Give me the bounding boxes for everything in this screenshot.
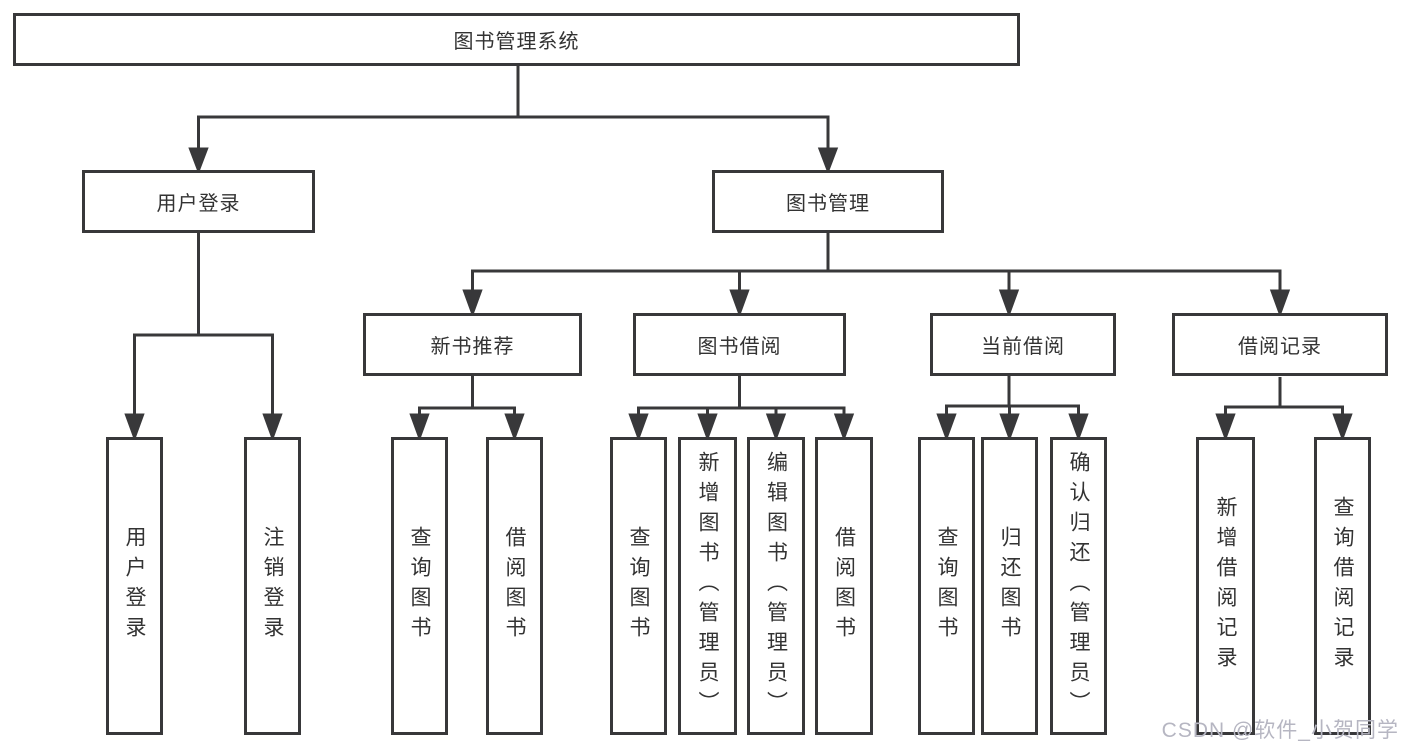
leaf-return-books-label: 归还图书: [998, 526, 1021, 646]
leaf-query-borrow-record: 查询借阅记录: [1314, 437, 1371, 735]
leaf-confirm-return-admin-label: 确认归还（管理员）: [1067, 451, 1090, 721]
leaf-add-borrow-record: 新增借阅记录: [1196, 437, 1255, 735]
leaf-query-books-newbooks-label: 查询图书: [408, 526, 431, 646]
node-borrow-records: 借阅记录: [1172, 313, 1388, 376]
edge-user-login-children: [124, 233, 283, 442]
edge-new-books-children: [409, 376, 525, 442]
leaf-borrow-books-borrow: 借阅图书: [815, 437, 873, 735]
node-user-login: 用户登录: [82, 170, 315, 233]
node-book-mgmt-label: 图书管理: [786, 193, 870, 215]
node-new-books: 新书推荐: [363, 313, 582, 376]
node-book-mgmt: 图书管理: [712, 170, 944, 233]
leaf-query-borrow-record-label: 查询借阅记录: [1331, 496, 1354, 676]
edge-book-mgmt-to-level3: [462, 233, 1291, 318]
leaf-logout-label: 注销登录: [261, 526, 284, 646]
node-borrow-records-label: 借阅记录: [1238, 336, 1322, 358]
node-user-login-label: 用户登录: [156, 193, 241, 215]
leaf-user-login: 用户登录: [106, 437, 163, 735]
edge-borrow-records-children: [1215, 377, 1353, 442]
leaf-query-books-borrow-label: 查询图书: [627, 526, 650, 646]
leaf-confirm-return-admin: 确认归还（管理员）: [1050, 437, 1107, 735]
node-root-label: 图书管理系统: [453, 31, 580, 53]
leaf-edit-book-admin: 编辑图书（管理员）: [747, 437, 805, 735]
leaf-borrow-books-newbooks: 借阅图书: [486, 437, 543, 735]
leaf-user-login-label: 用户登录: [123, 526, 146, 646]
node-book-borrow: 图书借阅: [633, 313, 846, 376]
node-new-books-label: 新书推荐: [430, 336, 515, 358]
edge-root-to-level2: [188, 66, 839, 175]
leaf-query-books-current-label: 查询图书: [935, 526, 958, 646]
leaf-query-books-newbooks: 查询图书: [391, 437, 448, 735]
csdn-watermark: CSDN @软件_小贺同学: [1161, 719, 1399, 742]
leaf-add-book-admin: 新增图书（管理员）: [678, 437, 737, 735]
leaf-add-borrow-record-label: 新增借阅记录: [1214, 496, 1237, 676]
leaf-add-book-admin-label: 新增图书（管理员）: [696, 451, 719, 721]
leaf-return-books: 归还图书: [981, 437, 1038, 735]
node-current-borrow-label: 当前借阅: [981, 336, 1065, 358]
leaf-edit-book-admin-label: 编辑图书（管理员）: [764, 451, 788, 721]
node-book-borrow-label: 图书借阅: [697, 336, 782, 358]
node-current-borrow: 当前借阅: [930, 313, 1116, 376]
edge-current-borrow-children: [936, 376, 1089, 442]
leaf-borrow-books-borrow-label: 借阅图书: [832, 526, 856, 646]
leaf-query-books-current: 查询图书: [918, 437, 975, 735]
leaf-query-books-borrow: 查询图书: [610, 437, 667, 735]
node-root: 图书管理系统: [13, 13, 1020, 66]
leaf-logout: 注销登录: [244, 437, 301, 735]
edge-book-borrow-children: [628, 376, 855, 442]
leaf-borrow-books-newbooks-label: 借阅图书: [503, 526, 526, 646]
